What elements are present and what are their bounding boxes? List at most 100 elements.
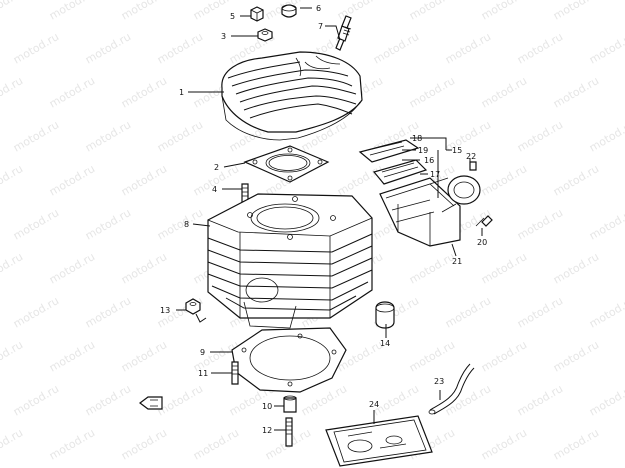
- watermark-text: motod.ru: [515, 294, 565, 330]
- watermark-text: motod.ru: [407, 0, 457, 23]
- watermark-text: motod.ru: [11, 118, 61, 154]
- watermark-text: motod.ru: [83, 294, 133, 330]
- callout-labels: 5 6 7 3 1 2 4 8 13 9 11 10 12 14 18 15 1…: [160, 4, 487, 435]
- watermark-text: motod.ru: [551, 250, 601, 286]
- part-11-stud: [231, 361, 239, 385]
- watermark-text: motod.ru: [443, 30, 493, 66]
- callout-7: 7: [318, 22, 323, 31]
- watermark-text: motod.ru: [119, 0, 169, 23]
- callout-18: 18: [412, 134, 422, 143]
- part-14-plug: [375, 301, 395, 329]
- watermark-text: motod.ru: [587, 206, 625, 242]
- watermark-text: motod.ru: [443, 294, 493, 330]
- callout-15: 15: [452, 146, 462, 155]
- watermark-text: motod.ru: [119, 426, 169, 462]
- watermark-text: motod.ru: [551, 338, 601, 374]
- callout-24: 24: [369, 400, 379, 409]
- watermark-text: motod.ru: [47, 250, 97, 286]
- watermark-text: motod.ru: [515, 206, 565, 242]
- watermark-text: motod.ru: [587, 382, 625, 418]
- watermark-text: motod.ru: [443, 382, 493, 418]
- watermark-text: motod.ru: [371, 30, 421, 66]
- leader-lines: [176, 7, 483, 431]
- watermark-text: motod.ru: [551, 162, 601, 198]
- watermark-text: motod.ru: [11, 206, 61, 242]
- callout-23: 23: [434, 377, 444, 386]
- callout-4: 4: [212, 185, 217, 194]
- watermark-text: motod.ru: [0, 0, 25, 23]
- part-5-cap: [250, 6, 264, 22]
- callout-20: 20: [477, 238, 487, 247]
- watermark-text: motod.ru: [0, 250, 25, 286]
- part-9-base-gasket: [231, 327, 347, 393]
- part-12-stud: [285, 417, 293, 447]
- callout-6: 6: [316, 4, 321, 13]
- callout-19: 19: [418, 146, 428, 155]
- watermark-text: motod.ru: [407, 250, 457, 286]
- callout-8: 8: [184, 220, 189, 229]
- watermark-text: motod.ru: [515, 118, 565, 154]
- callout-16: 16: [424, 156, 434, 165]
- watermark-text: motod.ru: [119, 338, 169, 374]
- callout-14: 14: [380, 339, 390, 348]
- watermark-text: motod.ru: [83, 382, 133, 418]
- watermark-text: motod.ru: [0, 162, 25, 198]
- watermark-text: motod.ru: [479, 426, 529, 462]
- watermark-text: motod.ru: [83, 30, 133, 66]
- watermark-text: motod.ru: [47, 338, 97, 374]
- part-6-cap: [281, 4, 297, 18]
- watermark-text: motod.ru: [587, 30, 625, 66]
- watermark-text: motod.ru: [515, 382, 565, 418]
- part-13-nut: [185, 298, 201, 315]
- part-23-hose: [428, 363, 475, 415]
- watermark-text: motod.ru: [479, 338, 529, 374]
- part-2-head-gasket: [243, 145, 330, 183]
- watermark-text: motod.ru: [47, 162, 97, 198]
- watermark-text: motod.ru: [551, 426, 601, 462]
- part-24-gasket-set: [325, 415, 433, 467]
- watermark-text: motod.ru: [0, 74, 25, 110]
- watermark-text: motod.ru: [47, 426, 97, 462]
- watermark-text: motod.ru: [587, 294, 625, 330]
- watermark-text: motod.ru: [479, 74, 529, 110]
- watermark-text: motod.ru: [155, 118, 205, 154]
- callout-13: 13: [160, 306, 170, 315]
- watermark-text: motod.ru: [587, 118, 625, 154]
- watermark-text: motod.ru: [119, 162, 169, 198]
- watermark-text: motod.ru: [11, 294, 61, 330]
- callout-2: 2: [214, 163, 219, 172]
- watermark-text: motod.ru: [479, 0, 529, 23]
- callout-12: 12: [262, 426, 272, 435]
- watermark-text: motod.ru: [155, 30, 205, 66]
- part-10-dowel: [283, 395, 297, 413]
- watermark-text: motod.ru: [335, 0, 385, 23]
- part-1-cylinder-head: [221, 51, 363, 141]
- watermark-text: motod.ru: [335, 162, 385, 198]
- watermark-text: motod.ru: [407, 74, 457, 110]
- part-3-nut: [257, 28, 273, 42]
- watermark-text: motod.ru: [119, 250, 169, 286]
- watermark-text: motod.ru: [83, 118, 133, 154]
- callout-1: 1: [179, 88, 184, 97]
- part-15-reed-valve-assembly: [358, 139, 493, 247]
- watermark-text: motod.ru: [119, 74, 169, 110]
- callout-17: 17: [430, 170, 440, 179]
- watermark-text: motod.ru: [11, 382, 61, 418]
- callout-21: 21: [452, 257, 462, 266]
- callout-9: 9: [200, 348, 205, 357]
- watermark-text: motod.ru: [479, 250, 529, 286]
- watermark-text: motod.ru: [47, 74, 97, 110]
- callout-10: 10: [262, 402, 272, 411]
- callout-22: 22: [466, 152, 476, 161]
- front-arrow-icon: [139, 396, 163, 410]
- watermark-text: motod.ru: [551, 74, 601, 110]
- callout-11: 11: [198, 369, 208, 378]
- watermark-text: motod.ru: [479, 162, 529, 198]
- watermark-text: motod.ru: [515, 30, 565, 66]
- part-7-spark-plug: [335, 15, 352, 51]
- watermark-text: motod.ru: [83, 206, 133, 242]
- watermark-text: motod.ru: [407, 338, 457, 374]
- callout-3: 3: [221, 32, 226, 41]
- watermark-text: motod.ru: [0, 426, 25, 462]
